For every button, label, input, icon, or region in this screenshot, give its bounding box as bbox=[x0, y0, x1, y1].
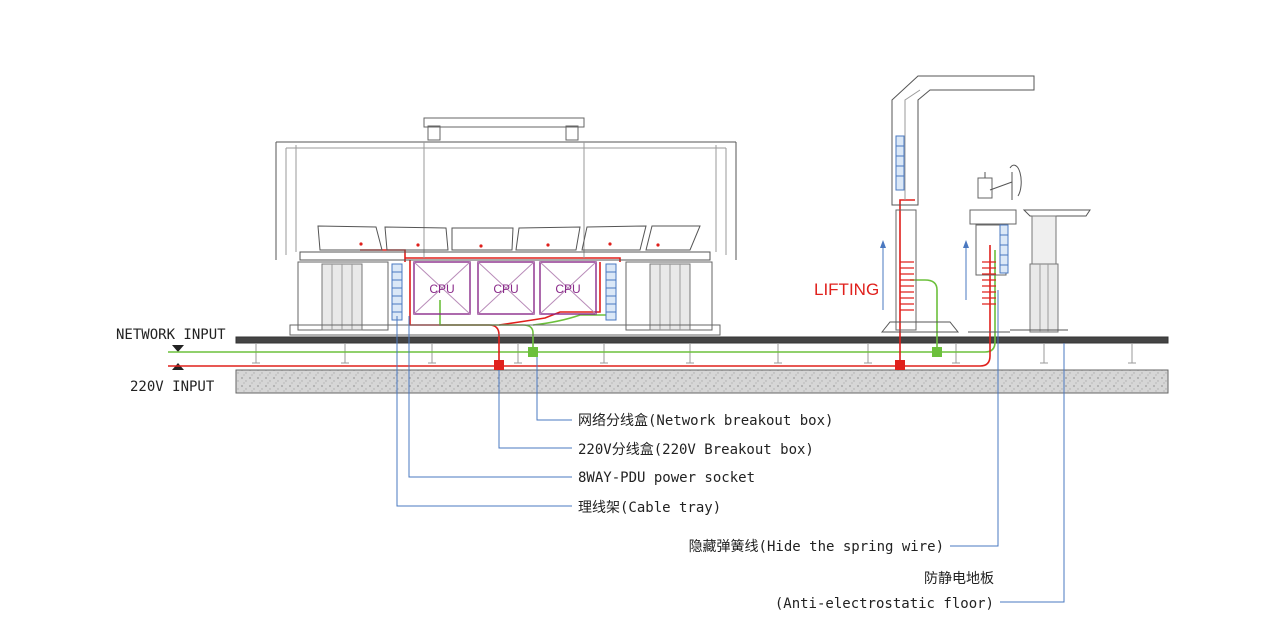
spring-wire-label: 隐藏弹簧线(Hide the spring wire) bbox=[689, 539, 944, 555]
cpu-label-3: CPU bbox=[555, 282, 580, 296]
lifting-monitor-stand bbox=[880, 75, 1035, 333]
power-breakout-box-label: 220V分线盒(220V Breakout box) bbox=[578, 441, 814, 458]
trading-desk bbox=[275, 117, 737, 336]
power-input-line bbox=[168, 245, 991, 367]
floor-label-cn: 防静电地板 bbox=[924, 571, 994, 587]
cpu-label-2: CPU bbox=[493, 282, 518, 296]
cpu-unit-1: CPU bbox=[413, 261, 471, 315]
lifting-workstation bbox=[963, 164, 1091, 333]
cpu-unit-2: CPU bbox=[477, 261, 535, 315]
network-input-label: NETWORK INPUT bbox=[116, 327, 226, 343]
pdu-socket-label: 8WAY-PDU power socket bbox=[578, 470, 755, 486]
cpu-unit-3: CPU bbox=[539, 261, 597, 315]
anti-static-raised-floor bbox=[235, 336, 1169, 364]
lifting-label: LIFTING bbox=[814, 280, 879, 299]
cable-tray-label: 理线架(Cable tray) bbox=[578, 500, 721, 516]
cpu-label-1: CPU bbox=[429, 282, 454, 296]
callout-leader-lines bbox=[396, 290, 1065, 603]
monitor-row bbox=[317, 225, 701, 251]
power-input-label: 220V INPUT bbox=[130, 379, 215, 395]
network-breakout-box bbox=[528, 347, 942, 357]
network-input-line bbox=[168, 250, 996, 353]
floor-label-en: (Anti-electrostatic floor) bbox=[775, 596, 994, 612]
power-breakout-box bbox=[494, 360, 905, 370]
network-breakout-box-label: 网络分线盒(Network breakout box) bbox=[578, 412, 833, 429]
concrete-ground bbox=[235, 369, 1169, 394]
